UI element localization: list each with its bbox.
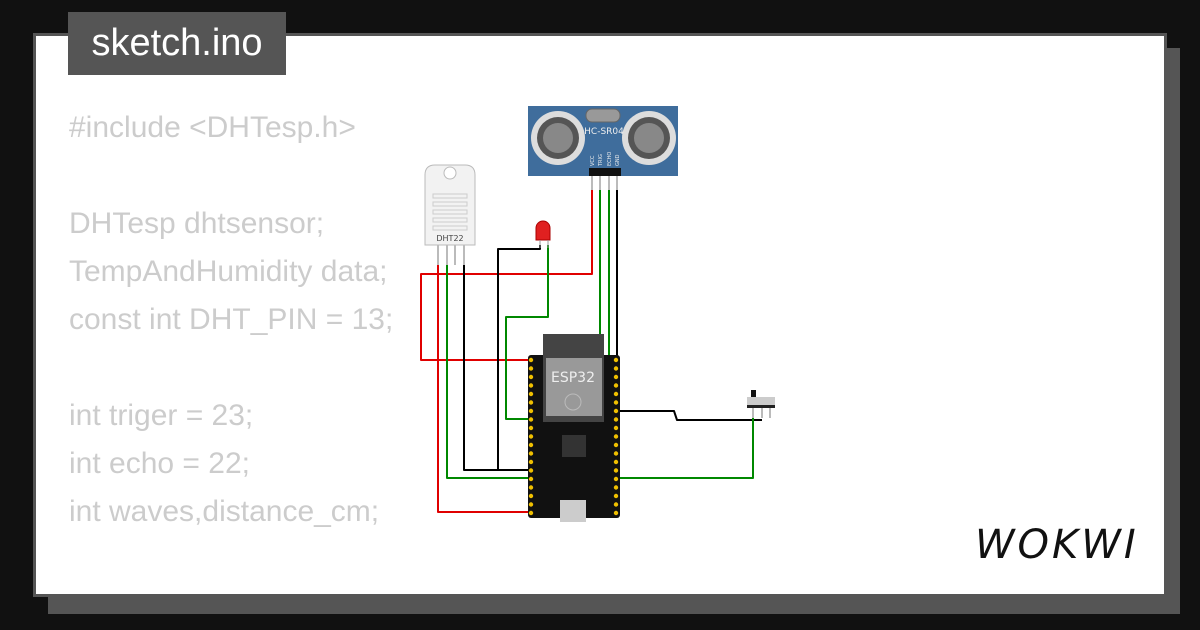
slide-switch[interactable] (747, 390, 775, 418)
header-pin[interactable] (528, 485, 534, 490)
wire-dht-gnd (463, 265, 530, 471)
header-pin[interactable] (613, 366, 619, 371)
code-line: int waves,distance_cm; (69, 495, 380, 528)
header-pin[interactable] (528, 434, 534, 439)
header-pin[interactable] (528, 510, 534, 516)
header-pin[interactable] (528, 451, 534, 456)
wire-hc-vcc (420, 190, 593, 361)
header-pin[interactable] (613, 468, 619, 473)
header-pin[interactable] (613, 510, 619, 516)
header-pin[interactable] (528, 425, 534, 431)
header-pin[interactable] (613, 417, 619, 422)
header-pin[interactable] (613, 493, 619, 499)
header-pin[interactable] (528, 400, 534, 405)
wire-dht-data (446, 265, 530, 479)
header-pin[interactable] (613, 485, 619, 490)
header-pin[interactable] (613, 451, 619, 456)
header-pin[interactable] (613, 425, 619, 431)
wire-switch (617, 418, 754, 479)
header-pin[interactable] (613, 400, 619, 405)
code-line: DHTesp dhtsensor; (69, 207, 325, 240)
header-pin[interactable] (613, 383, 619, 388)
wire-hc-echo (608, 190, 615, 377)
header-pin[interactable] (613, 502, 619, 507)
wokwi-logo: WOKWI (975, 522, 1139, 568)
header-pin[interactable] (528, 366, 534, 371)
dht-label: DHT22 (436, 234, 463, 243)
pin-label-echo: ECHO (607, 152, 613, 166)
code-line: #include <DHTesp.h> (69, 111, 356, 144)
header-pin[interactable] (528, 476, 534, 482)
header-pin[interactable] (528, 442, 534, 448)
pin-label-vcc: VCC (590, 155, 596, 166)
esp32-board[interactable]: ESP32 (528, 334, 620, 522)
code-line: TempAndHumidity data; (69, 255, 388, 288)
header-pin[interactable] (528, 493, 534, 499)
header-pin[interactable] (613, 374, 619, 380)
ultrasonic-sensor[interactable]: HC-SR04 VCC TRIG ECHO GND (528, 106, 678, 190)
header-pin[interactable] (613, 357, 619, 363)
header-pin[interactable] (528, 459, 534, 465)
header-pin[interactable] (528, 391, 534, 397)
wire-hc-gnd (616, 190, 762, 421)
header-pin[interactable] (528, 408, 534, 414)
code-line: void setup() { (69, 584, 393, 594)
file-tab[interactable]: sketch.ino (68, 12, 286, 75)
code-line: int triger = 23; (69, 399, 254, 432)
header-pin[interactable] (528, 374, 534, 380)
header-pin[interactable] (528, 417, 534, 422)
dht22-sensor[interactable]: DHT22 (424, 164, 476, 265)
pin-label-trig: TRIG (598, 154, 604, 167)
code-line: const int DHT_PIN = 13; (69, 303, 394, 336)
header-pin[interactable] (613, 391, 619, 397)
header-pin[interactable] (528, 468, 534, 473)
wire-dht-vcc (437, 265, 530, 513)
header-pin[interactable] (528, 502, 534, 507)
header-pin[interactable] (613, 459, 619, 465)
header-pin[interactable] (613, 442, 619, 448)
header-pin[interactable] (613, 434, 619, 439)
wire-led-anode (505, 245, 549, 420)
header-pin[interactable] (528, 383, 534, 388)
header-pin[interactable] (613, 408, 619, 414)
esp32-label: ESP32 (551, 370, 595, 386)
header-pin[interactable] (528, 357, 534, 363)
ultrasonic-label: HC-SR04 (584, 127, 624, 137)
code-view: #include <DHTesp.h> DHTesp dhtsensor; Temp… (69, 104, 394, 594)
pin-label-gnd: GND (615, 154, 621, 166)
header-pin[interactable] (613, 476, 619, 482)
led[interactable] (535, 220, 551, 248)
code-line: int echo = 22; (69, 447, 250, 480)
